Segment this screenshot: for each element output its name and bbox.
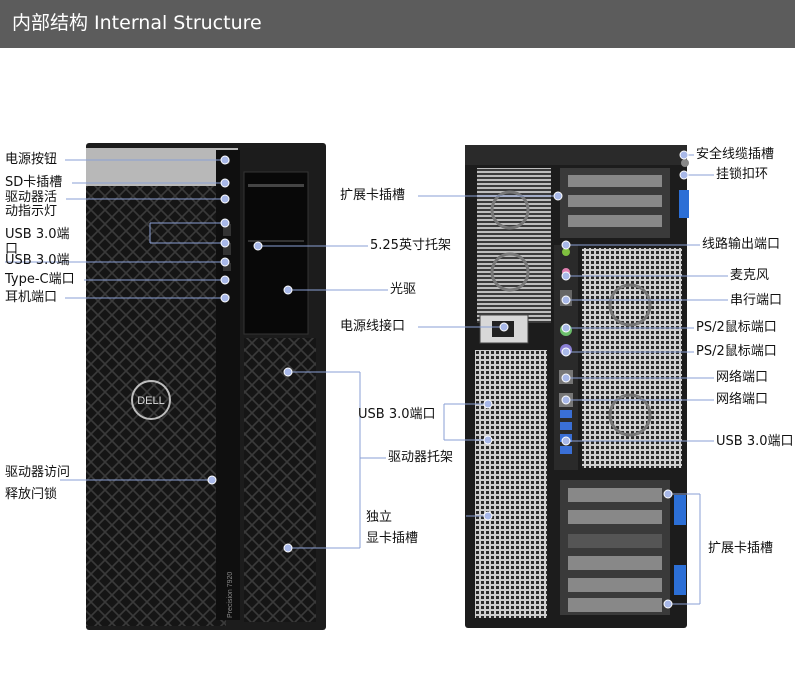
label-usb-inner: USB 3.0端口 — [358, 407, 436, 422]
label-serial: 串行端口 — [730, 293, 783, 308]
label-usb3-rear: USB 3.0端口 — [716, 434, 794, 449]
model-text: Precision 7920 — [227, 572, 234, 618]
blue-latch-top — [679, 190, 689, 218]
label-usb3-a: USB 3.0端 — [5, 227, 70, 242]
rear-left-grid — [475, 350, 547, 618]
label-headphone: 耳机端口 — [5, 290, 58, 305]
label-gpu-2: 显卡插槽 — [366, 531, 419, 546]
front-left-mesh — [86, 186, 226, 626]
section-title: 内部结构 Internal Structure — [12, 12, 262, 34]
label-sd-slot: SD卡插槽 — [5, 175, 63, 190]
blue-latch-1 — [674, 495, 686, 525]
label-drive-bracket: 驱动器托架 — [388, 450, 454, 465]
label-type-c: Type-C端口 — [5, 272, 75, 287]
front-chassis: DELL Precision 7920 — [86, 143, 326, 630]
front-top-bezel — [86, 148, 238, 186]
label-power-button: 电源按钮 — [5, 152, 58, 167]
label-ps2-mouse-1: PS/2鼠标端口 — [696, 320, 777, 335]
label-drive-release-1: 驱动器访问 — [5, 465, 71, 480]
blue-latch-2 — [674, 565, 686, 595]
dell-logo — [131, 380, 171, 420]
label-lock-ring: 挂锁扣环 — [716, 167, 769, 182]
callout-lines — [5, 154, 728, 605]
label-security-cable: 安全线缆插槽 — [696, 147, 775, 162]
label-expansion-slot-top: 扩展卡插槽 — [340, 188, 406, 203]
rear-chassis — [465, 145, 689, 628]
label-line-out: 线路输出端口 — [702, 237, 781, 252]
label-drive-activity-1: 驱动器活 — [5, 190, 58, 205]
label-usb3-b: USB 3.0端 — [5, 253, 70, 268]
section-header: 内部结构 Internal Structure — [0, 0, 795, 48]
optical-drive-bay — [243, 171, 309, 335]
label-optical: 光驱 — [390, 282, 417, 297]
callout-dots — [207, 150, 689, 609]
rear-io-strip — [554, 245, 578, 470]
dell-logo-text: DELL — [137, 395, 165, 407]
front-right-mesh — [244, 338, 316, 622]
label-expansion-slot-bottom: 扩展卡插槽 — [708, 541, 774, 556]
label-drive-release-2: 释放闩锁 — [5, 487, 58, 502]
label-network-1: 网络端口 — [716, 370, 769, 385]
label-gpu-1: 独立 — [366, 510, 393, 525]
label-ps2-mouse-2: PS/2鼠标端口 — [696, 344, 777, 359]
label-bay-525: 5.25英寸托架 — [370, 238, 451, 253]
label-power-connector: 电源线接口 — [340, 319, 406, 334]
label-usb3-a-2: 口 — [5, 242, 19, 257]
label-network-2: 网络端口 — [716, 392, 769, 407]
label-drive-activity-2: 动指示灯 — [5, 204, 58, 219]
label-microphone: 麦克风 — [730, 268, 770, 283]
